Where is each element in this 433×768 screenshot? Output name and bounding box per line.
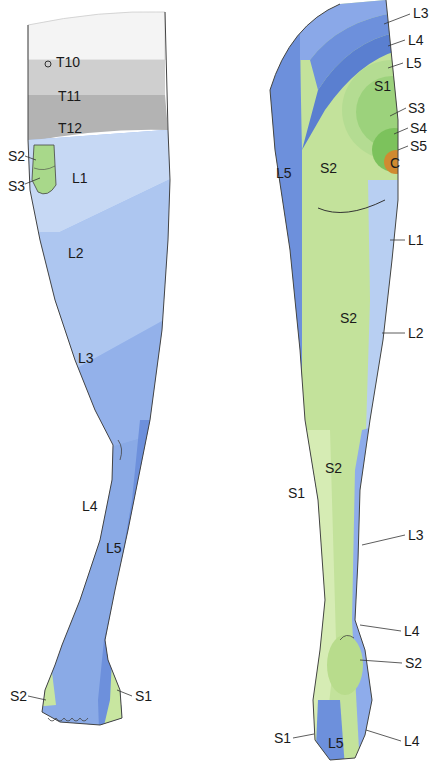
dermatome-label: S1 [374,78,391,94]
s2-fill [250,0,433,768]
dermatome-label: S2 [405,655,422,671]
leg-fill [0,100,200,760]
toes [48,718,88,721]
dermatome-label: S4 [410,120,427,136]
leg-outline [28,130,170,725]
l5-band [250,0,318,760]
l2-band [0,165,200,372]
dermatome-label: S2 [340,310,357,326]
dermatome-label: S1 [274,730,291,746]
dermatome-label: S1 [288,485,305,501]
s2-s3-border [34,166,55,170]
dermatome-label: L5 [276,165,292,181]
dermatome-label: T12 [58,120,82,136]
dermatome-label: S2 [325,460,342,476]
dermatome-label: T10 [56,54,80,70]
umbilicus [45,61,51,67]
dermatome-label: S1 [135,688,152,704]
dermatome-label: L4 [82,498,98,514]
knee-line [118,440,122,460]
genital-region [32,145,56,194]
dermatome-label: L4 [404,623,420,639]
trunk-edge [165,12,168,130]
dermatome-label: S2 [10,688,27,704]
trunk-edge [28,25,29,140]
dermatome-label: L1 [408,232,424,248]
dermatome-label: L5 [106,540,122,556]
dermatome-label: S5 [410,138,427,154]
dermatome-label: L2 [408,325,424,341]
l3-band [0,300,200,480]
leg-outline [270,0,398,760]
l5-foot [315,700,345,768]
gluteal-fold [318,200,385,213]
dermatome-label: S2 [8,148,25,164]
s5-ring [372,128,416,172]
coccyx-dot [384,150,408,174]
dermatome-label: S3 [408,100,425,116]
t11-band [28,60,165,95]
leader-lines [25,14,410,741]
s1-band [96,630,200,760]
dermatome-label: L4 [408,32,424,48]
dermatome-label: L3 [408,527,424,543]
dermatome-label: L4 [404,733,420,749]
dermatome-label: C [390,155,400,171]
l1-band [0,100,200,232]
l1-l2-band [366,180,400,430]
dermatome-label: S2 [320,160,337,176]
dermatome-label: L3 [413,5,429,21]
dermatome-label: L5 [328,735,344,751]
dermatome-label: T11 [58,88,81,104]
l3-l4-band [352,420,400,768]
s2-band [0,670,56,710]
dermatome-label: L5 [406,55,422,71]
heel-s2 [327,635,363,695]
l4-band [0,420,200,760]
dermatome-label: L2 [68,245,84,261]
dermatome-label: L3 [78,350,94,366]
dermatome-label: S3 [8,178,25,194]
t10-band [28,12,165,60]
heel-line [340,635,354,640]
dermatome-label: L1 [72,170,88,186]
